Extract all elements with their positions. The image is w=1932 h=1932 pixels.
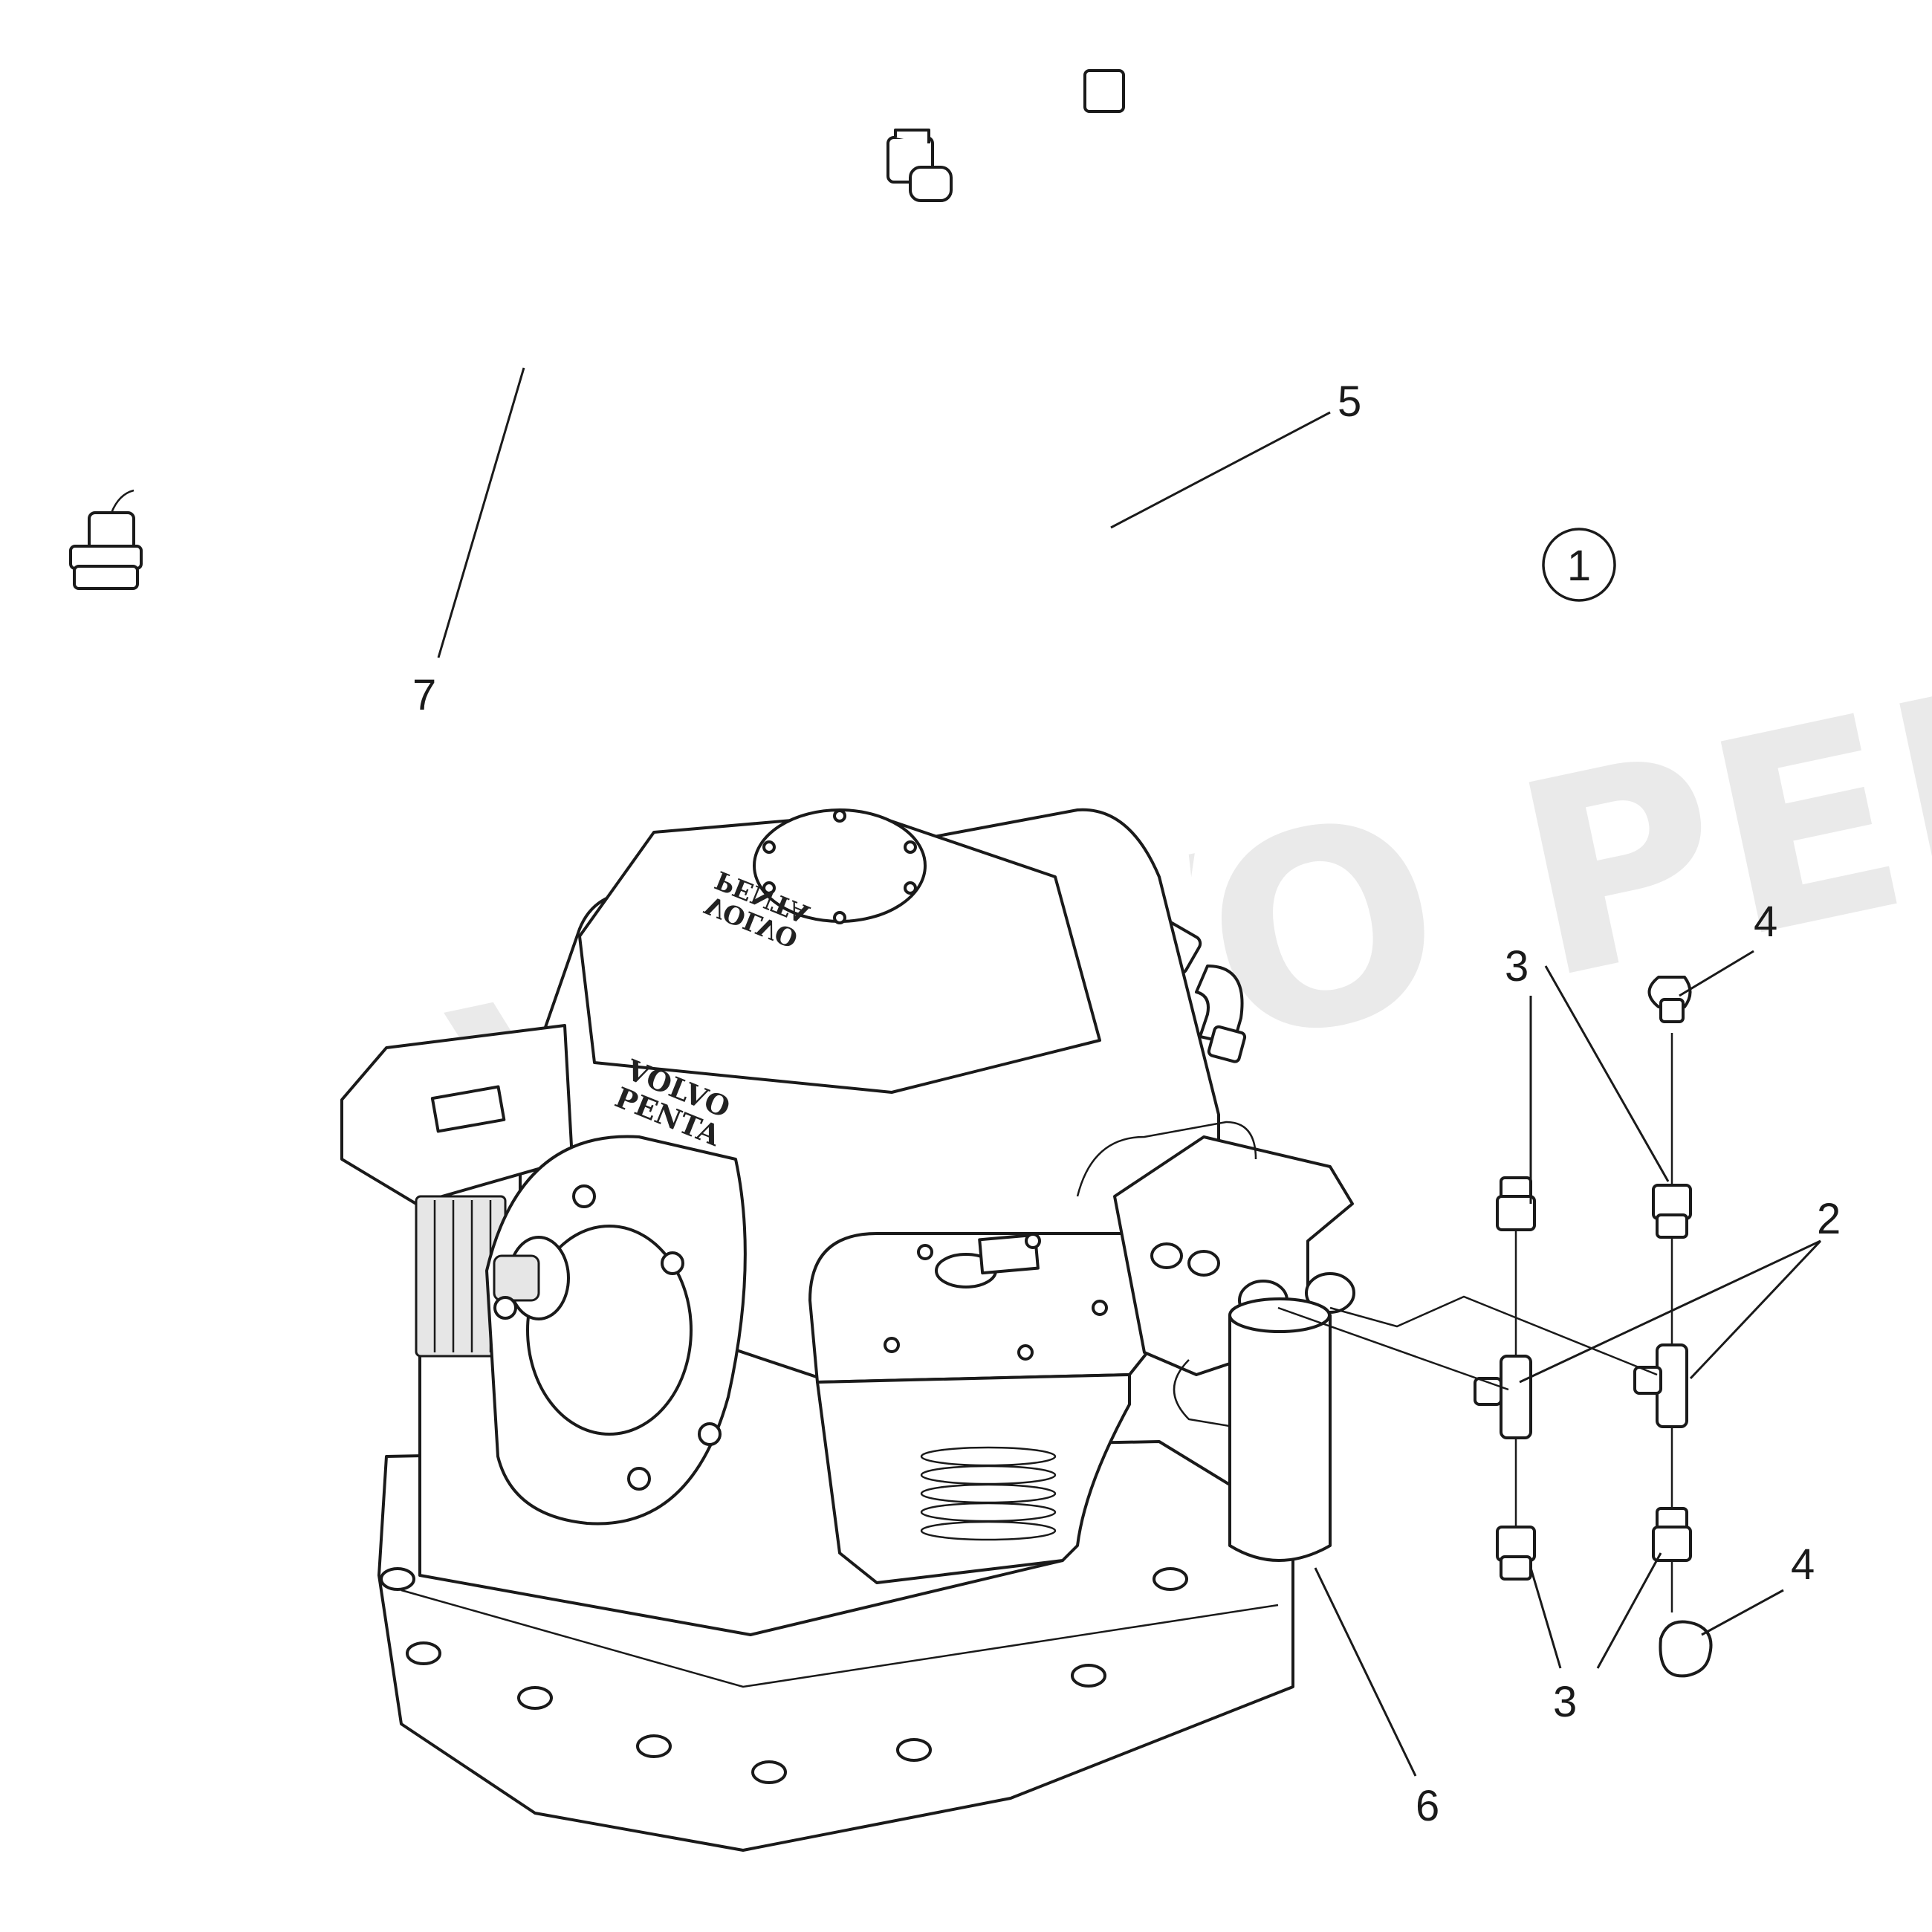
callout-3b: 3 (1553, 1678, 1577, 1726)
connection-line (1277, 1295, 1658, 1391)
pump-head-bolts (884, 1233, 1108, 1361)
reference-badge: 1 (1542, 528, 1616, 602)
drive-flange (485, 1135, 747, 1526)
callout-4a: 4 (1754, 898, 1777, 946)
part-7-clamp-fitting (886, 129, 953, 202)
part-2-tee-left (1500, 1355, 1532, 1439)
leader-lines (437, 367, 1822, 1777)
callout-4b: 4 (1791, 1540, 1815, 1589)
callout-5: 5 (1338, 377, 1361, 426)
callout-labels: 5 7 3 4 2 4 3 6 (412, 377, 1841, 1830)
part-6-filter (1228, 1297, 1332, 1562)
part-7-pipe (69, 129, 953, 590)
exploded-fittings-right (1633, 976, 1713, 1678)
exploded-fittings-left (1474, 1176, 1536, 1581)
callout-7: 7 (412, 671, 436, 719)
gearbox-assembly: VOLVO PENTA VOLVO PENTA (340, 808, 1355, 1852)
callout-6: 6 (1416, 1782, 1439, 1830)
part-4-elbow-bottom (1659, 1620, 1713, 1678)
coil-fins (920, 1446, 1057, 1541)
top-cover-bolts (762, 809, 917, 924)
callout-3a: 3 (1505, 942, 1529, 991)
callout-2: 2 (1817, 1195, 1841, 1243)
svg-text:1: 1 (1567, 542, 1591, 590)
part-7-left-fitting (69, 489, 143, 590)
part-5-top-nut (1083, 69, 1125, 113)
